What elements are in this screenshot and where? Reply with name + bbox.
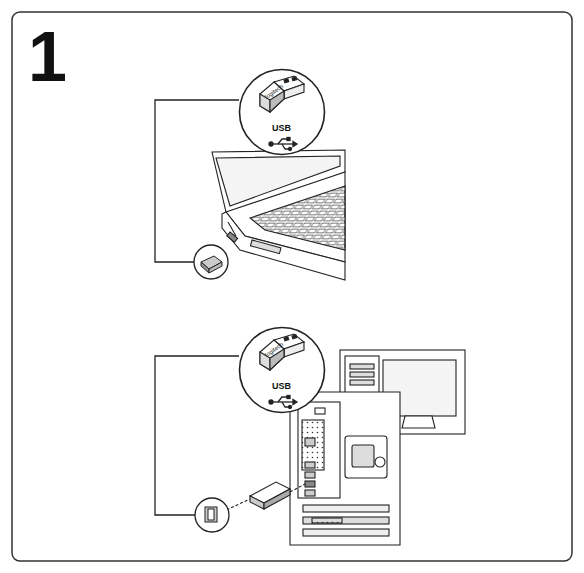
port-label: USB (272, 382, 291, 391)
usb-receiver (260, 334, 304, 370)
detail-circle (195, 498, 229, 532)
usb-symbol (269, 138, 297, 151)
usb-receiver (260, 76, 304, 112)
panel-border (12, 12, 572, 561)
leader-line (155, 356, 239, 515)
detail-circle (194, 245, 228, 279)
laptop (212, 150, 345, 280)
receiver-small (205, 507, 217, 522)
usb-extension (222, 482, 305, 512)
usb-symbol (269, 396, 297, 409)
receiver-small (201, 256, 222, 273)
circle-outline (238, 68, 326, 156)
tower-rear (290, 392, 400, 545)
port-label: USB (272, 124, 291, 133)
callout-circle: logitechUSB (238, 68, 326, 156)
step-number: 1 (28, 22, 67, 92)
callout-circle: logitechUSB (238, 326, 326, 414)
circle-outline (238, 326, 326, 414)
